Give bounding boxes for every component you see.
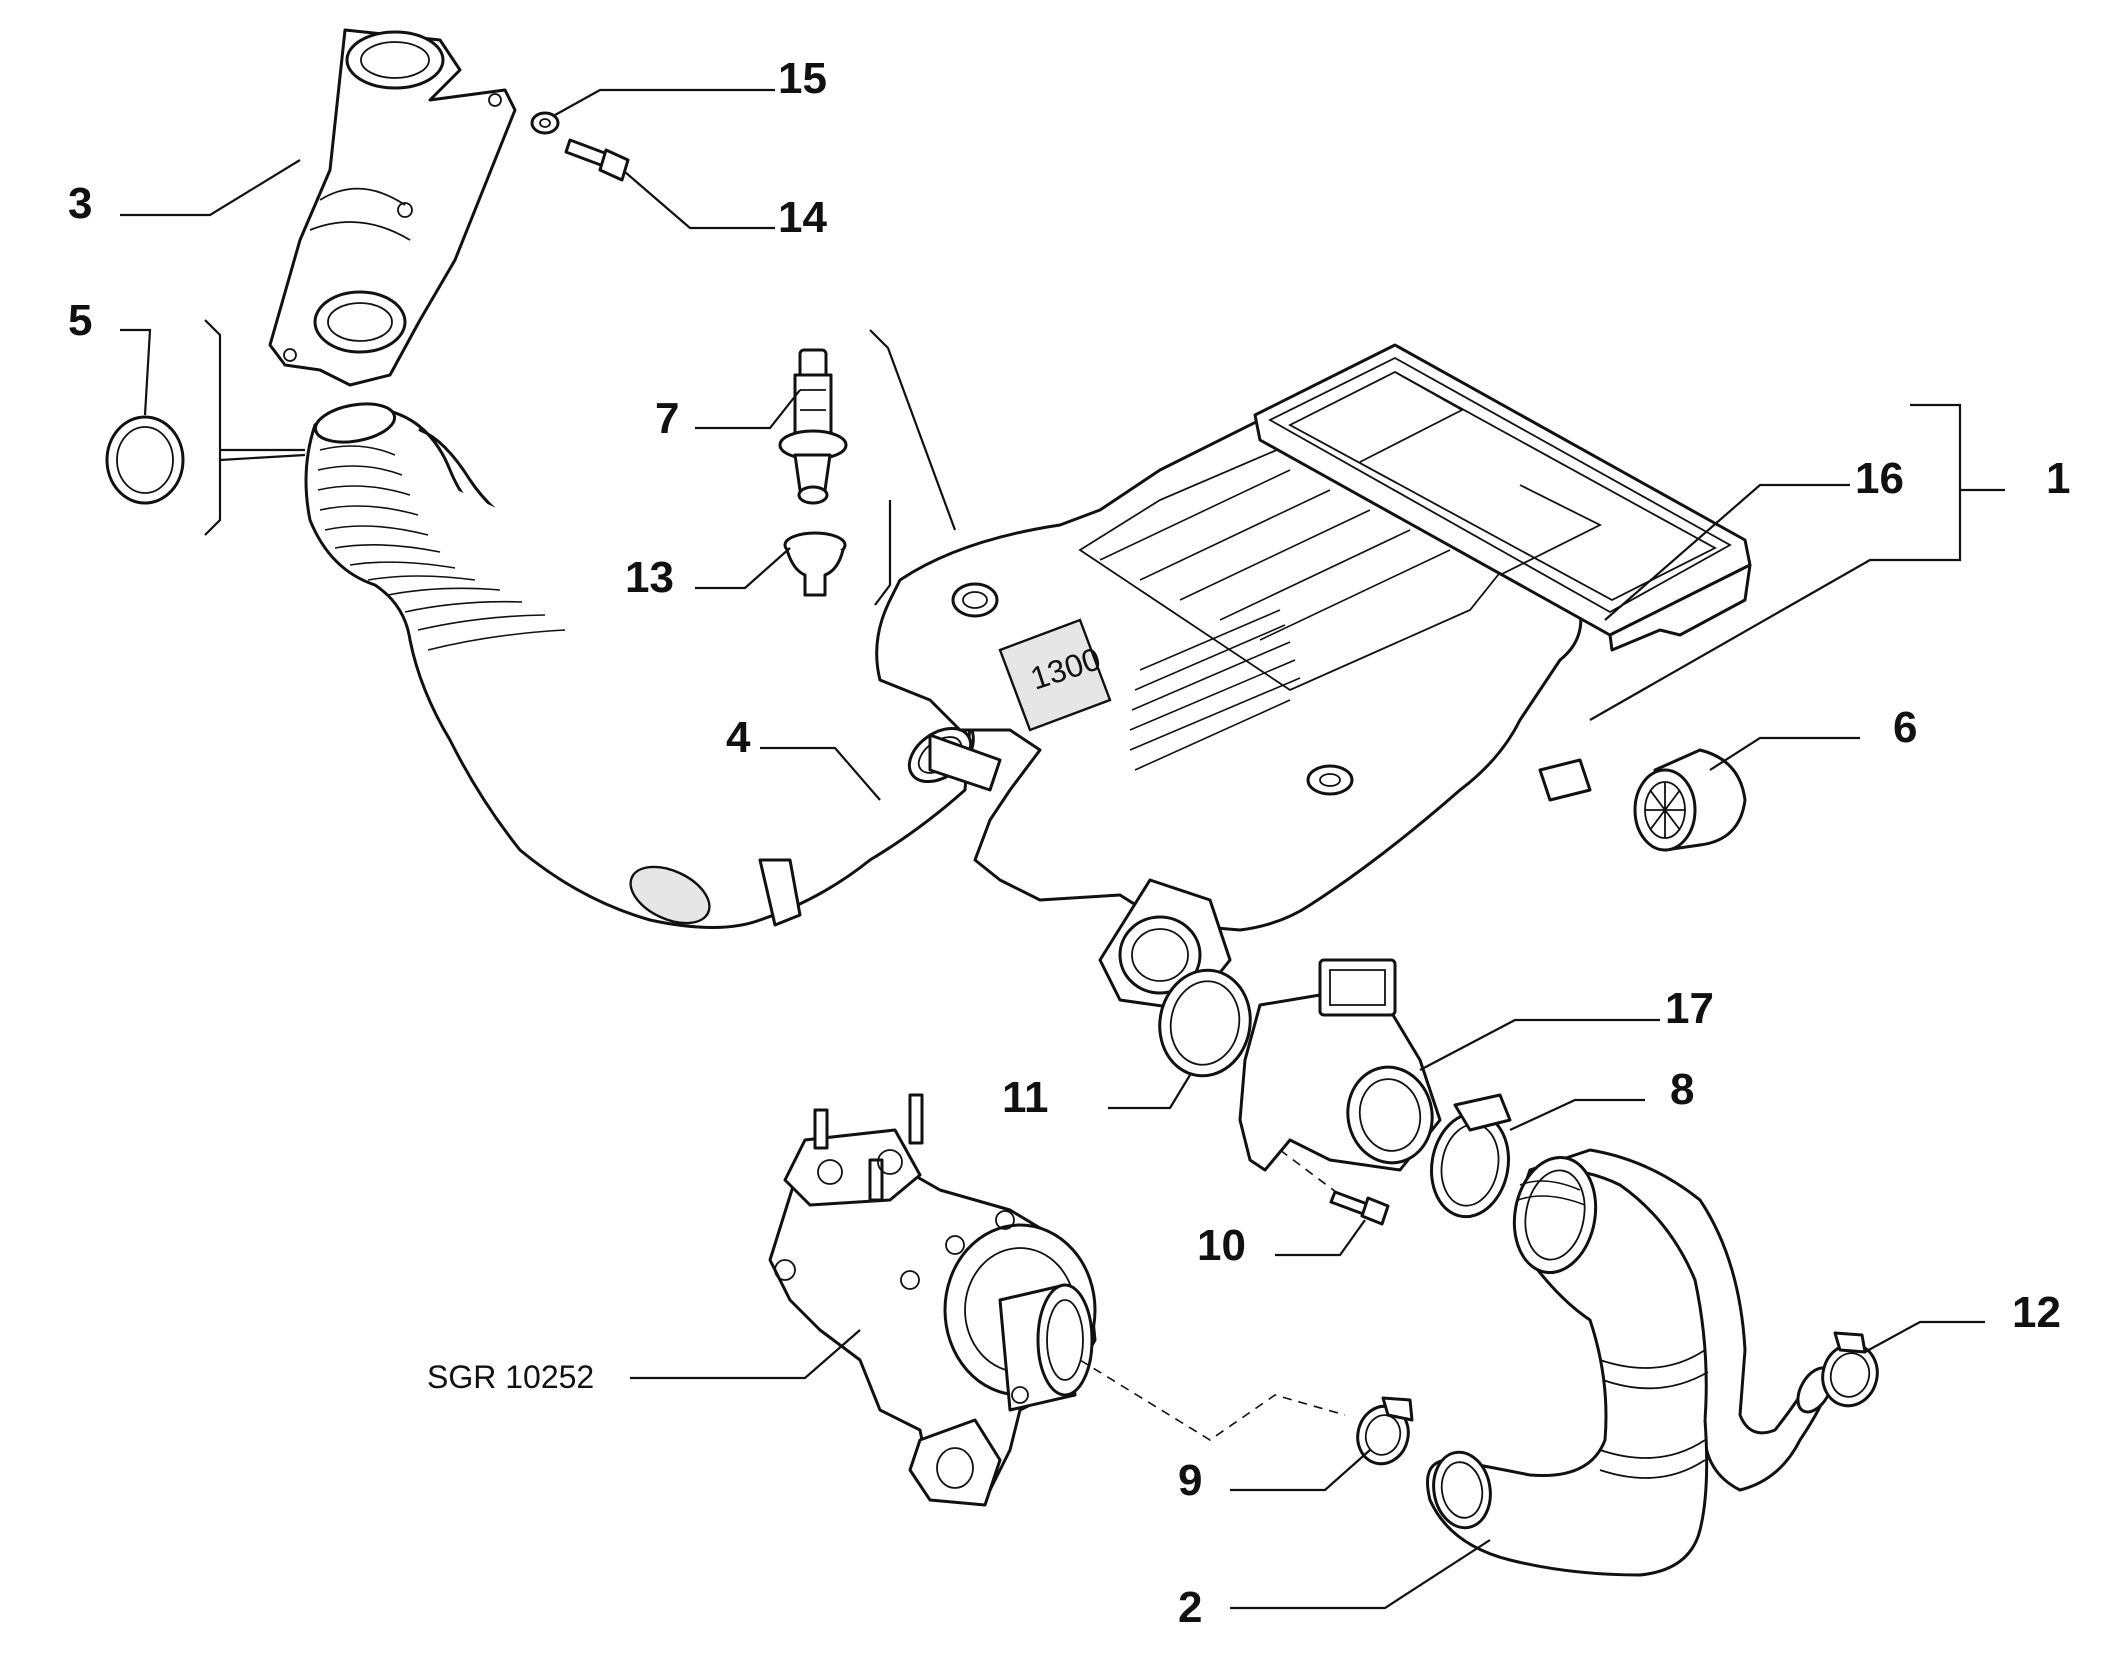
turbocharger	[768, 1093, 1097, 1507]
callout-10: 10	[1197, 1221, 1246, 1270]
callout-17: 17	[1665, 984, 1714, 1033]
leader-lines	[120, 88, 2005, 1610]
part-7-breather-fitting	[778, 348, 848, 505]
part-17-air-mass-meter	[1238, 958, 1442, 1172]
part-13-grommet	[783, 531, 847, 597]
part-6-cap	[1633, 748, 1747, 852]
callout-11: 11	[1002, 1073, 1049, 1122]
callout-15: 15	[778, 54, 827, 103]
callout-7: 7	[655, 394, 679, 443]
reference-label-sgr: SGR 10252	[427, 1359, 594, 1395]
callout-13: 13	[625, 553, 674, 602]
callout-8: 8	[1670, 1065, 1694, 1114]
callout-6: 6	[1893, 703, 1917, 752]
part-11-gasket	[1158, 968, 1252, 1078]
callout-12: 12	[2012, 1288, 2061, 1337]
callout-9: 9	[1178, 1456, 1202, 1505]
callout-1: 1	[2046, 454, 2070, 503]
part-2-turbo-hose	[1426, 1148, 1834, 1577]
part-8-hose-clamp	[1430, 1093, 1512, 1219]
callout-14: 14	[778, 193, 827, 242]
part-15-washer	[530, 111, 560, 135]
callout-3: 3	[68, 179, 92, 228]
part-5-seal-ring	[105, 415, 185, 505]
callout-4: 4	[726, 713, 751, 762]
part-9-small-clamp	[1356, 1396, 1414, 1466]
callout-2: 2	[1178, 1583, 1202, 1632]
part-10-screw	[1329, 1190, 1390, 1226]
callout-5: 5	[68, 296, 92, 345]
part-3-intake-elbow	[268, 28, 517, 387]
callout-labels: 1 2 3 4 5 6 7 8 9 10 11 12 13 14 15 16 1…	[68, 54, 2070, 1632]
part-16-filter-panel	[1253, 343, 1752, 652]
part-14-bolt	[564, 138, 630, 182]
callout-16: 16	[1855, 454, 1904, 503]
